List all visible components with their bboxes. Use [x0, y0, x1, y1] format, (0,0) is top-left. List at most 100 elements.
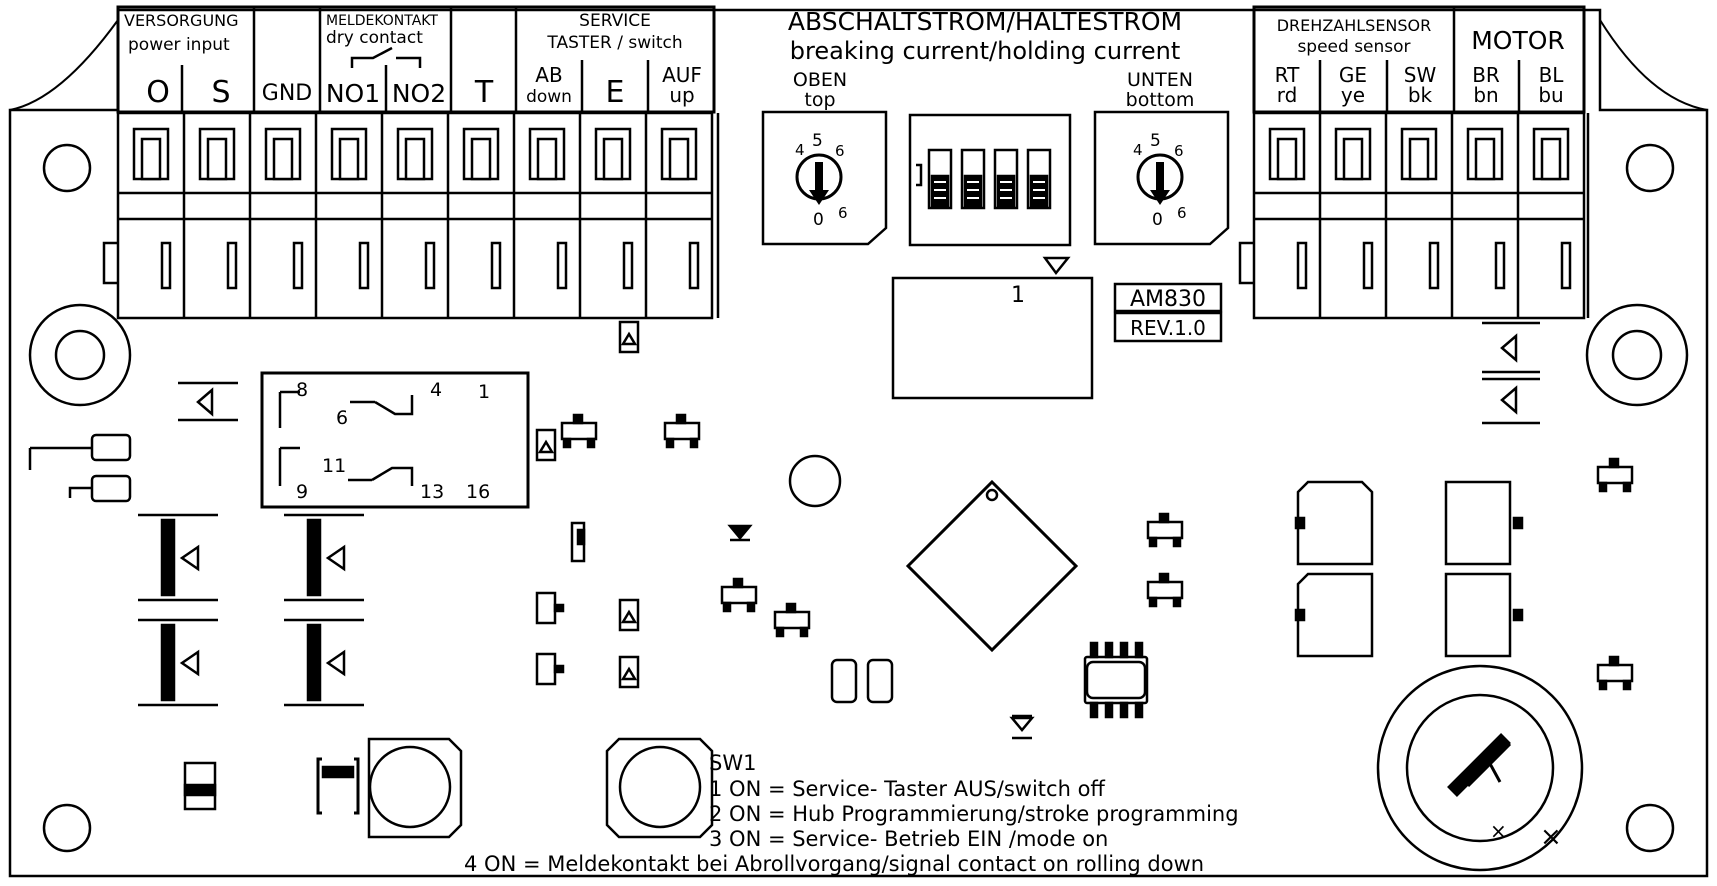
diode-bar	[160, 518, 176, 597]
pin-br-label: BR	[1472, 63, 1500, 87]
service-title: SERVICE	[579, 11, 651, 31]
pin-e-label: E	[606, 75, 625, 110]
diode-bar	[160, 623, 176, 702]
dip-lever	[927, 148, 953, 210]
svg-text:×: ×	[1490, 819, 1507, 843]
dial-top-label: OBEN	[793, 69, 847, 91]
smd-part	[1146, 520, 1184, 540]
pin-gnd-label: GND	[262, 81, 312, 106]
svg-text:13: 13	[420, 481, 444, 503]
svg-text:0: 0	[1152, 210, 1163, 230]
dip-switch-sw1[interactable]	[908, 113, 1072, 276]
dial-top-sublabel: top	[804, 89, 835, 111]
sw1-title: SW1	[709, 751, 756, 775]
mount-ring	[1585, 303, 1689, 407]
svg-text:8: 8	[296, 379, 308, 401]
mount-ring	[28, 303, 132, 407]
mount-hole	[1625, 803, 1675, 853]
contact-symbol	[350, 46, 422, 68]
sw1-line-1: 1 ON = Service- Taster AUS/switch off	[709, 777, 1105, 801]
versorgung-title: VERSORGUNG	[124, 11, 239, 30]
sw1-line-4: 4 ON = Meldekontakt bei Abrollvorgang/si…	[464, 852, 1204, 876]
mount-ring-inner	[54, 329, 106, 381]
svg-text:4: 4	[795, 141, 805, 159]
soic-ic	[1083, 641, 1149, 719]
svg-text:11: 11	[322, 455, 346, 477]
potentiometer[interactable]: × ×	[1376, 664, 1584, 872]
mount-hole	[42, 143, 92, 193]
smd-diode	[727, 524, 753, 542]
diode-bar	[306, 518, 322, 597]
smd-led	[618, 320, 640, 354]
dip-lever	[993, 148, 1019, 210]
sw1-line-2: 2 ON = Hub Programmierung/stroke program…	[709, 802, 1239, 826]
model-label: AM830	[1130, 287, 1206, 312]
pot-wiper-icon	[1447, 733, 1511, 797]
mount-hole	[1625, 143, 1675, 193]
drehzahl-title: DREHZAHLSENSOR	[1277, 16, 1432, 35]
dip-lever	[1026, 148, 1052, 210]
smd-resistor	[183, 761, 217, 811]
pin-ab-label: AB	[535, 63, 562, 87]
versorgung-subtitle: power input	[128, 35, 230, 55]
drehzahl-subtitle: speed sensor	[1297, 37, 1410, 57]
svg-text:0: 0	[813, 210, 824, 230]
pin-s-label: S	[211, 75, 230, 110]
pin-ge-label: GE	[1339, 63, 1367, 87]
svg-text:5: 5	[812, 131, 823, 151]
via-hole	[788, 454, 842, 508]
inductor-bank	[1294, 480, 1524, 658]
pin-ye-label: ye	[1341, 83, 1365, 107]
diode-array	[138, 513, 364, 707]
push-button-sw1[interactable]	[605, 737, 714, 839]
pin-bu-label: bu	[1538, 83, 1563, 107]
pin-auf-label: AUF	[662, 63, 702, 87]
pin-o-label: O	[146, 75, 170, 110]
dial-bottom-label: UNTEN	[1127, 69, 1193, 91]
smd-part	[560, 421, 598, 441]
mount-ring-inner	[1611, 329, 1663, 381]
terminal-block-right: DREHZAHLSENSOR speed sensor RT rd GE ye …	[1252, 5, 1586, 114]
diode-bar	[306, 623, 322, 702]
smd-part	[773, 610, 811, 630]
pin-bn-label: bn	[1473, 83, 1498, 107]
svg-text:6: 6	[838, 204, 848, 222]
mount-hole	[42, 803, 92, 853]
pin-bk-label: bk	[1408, 83, 1433, 107]
smd-transistor	[535, 591, 557, 625]
dip-lever	[960, 148, 986, 210]
led-left	[178, 381, 238, 422]
header-pin1-label: 1	[1011, 283, 1025, 308]
svg-text:6: 6	[336, 407, 348, 429]
motor-title: MOTOR	[1471, 26, 1565, 55]
smd-part	[1596, 465, 1634, 485]
rotary-switch-bottom[interactable]: UNTEN bottom 4 5 6 6 0	[1093, 69, 1230, 246]
pin-no1-label: NO1	[326, 79, 380, 108]
relay: 8 4 1 6 11 9 13 16	[260, 371, 530, 509]
connector-jst	[28, 433, 132, 503]
dial-bottom-sublabel: bottom	[1126, 89, 1195, 111]
smd-led	[535, 428, 557, 462]
pin-ab-sub-label: down	[526, 87, 572, 107]
smd-components	[535, 320, 1634, 740]
svg-text:4: 4	[1133, 141, 1143, 159]
svg-text:6: 6	[1177, 204, 1187, 222]
meldekontakt-subtitle: dry contact	[326, 28, 423, 48]
smd-diode	[1009, 714, 1035, 732]
pin-rt-label: RT	[1275, 63, 1300, 87]
capacitor	[866, 658, 894, 704]
pin1-marker-icon	[1042, 256, 1071, 276]
rotary-switch-top[interactable]: OBEN top 4 5 6 6 0	[761, 69, 888, 246]
capacitor	[830, 658, 858, 704]
smd-transistor	[535, 652, 557, 686]
terminal-bodies-right	[1238, 111, 1590, 320]
pin-rd-label: rd	[1277, 83, 1298, 107]
smd-part	[1596, 663, 1634, 683]
push-button-left[interactable]	[316, 737, 463, 839]
terminal-block-left: VERSORGUNG power input O S GND MELDEKONT…	[116, 5, 716, 114]
sw1-line-3: 3 ON = Service- Betrieb EIN /mode on	[709, 827, 1108, 851]
svg-text:4: 4	[430, 379, 442, 401]
pin-bl-label: BL	[1539, 63, 1565, 87]
svg-text:1: 1	[478, 381, 490, 403]
